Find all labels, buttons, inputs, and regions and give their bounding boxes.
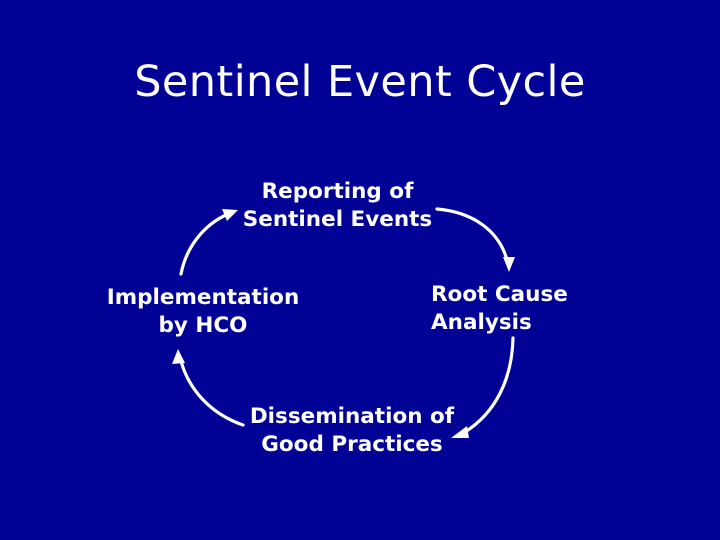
arrow-arc — [179, 359, 245, 427]
arrow-root-cause-to-dissemination — [451, 336, 515, 438]
arrow-implementation-to-reporting — [179, 209, 238, 276]
cycle-node-dissemination-line2: Good Practices — [261, 432, 443, 457]
arrow-reporting-to-root-cause — [435, 207, 515, 272]
arrow-arc — [179, 212, 230, 276]
arrow-arc — [463, 336, 515, 434]
page-title: Sentinel Event Cycle — [134, 57, 586, 107]
cycle-node-root-cause-line1: Root Cause — [431, 282, 568, 307]
cycle-node-root-cause: Root Cause Analysis — [431, 281, 568, 337]
arrow-head-icon — [172, 349, 185, 364]
cycle-node-reporting-line1: Reporting of — [261, 179, 414, 204]
cycle-node-implementation-line1: Implementation — [106, 285, 300, 310]
arrow-dissemination-to-implementation — [172, 349, 245, 427]
cycle-node-implementation: Implementation by HCO — [88, 284, 318, 340]
cycle-node-reporting: Reporting of Sentinel Events — [175, 178, 500, 234]
arrow-head-icon — [222, 209, 238, 221]
cycle-node-reporting-line2: Sentinel Events — [242, 207, 433, 232]
cycle-node-implementation-line2: by HCO — [158, 313, 248, 338]
arrow-head-icon — [451, 426, 469, 438]
arrow-arc — [435, 207, 509, 262]
cycle-node-root-cause-line2: Analysis — [431, 310, 532, 335]
arrow-head-icon — [503, 257, 515, 272]
cycle-node-dissemination: Dissemination of Good Practices — [212, 403, 492, 459]
cycle-node-dissemination-line1: Dissemination of — [249, 404, 455, 429]
